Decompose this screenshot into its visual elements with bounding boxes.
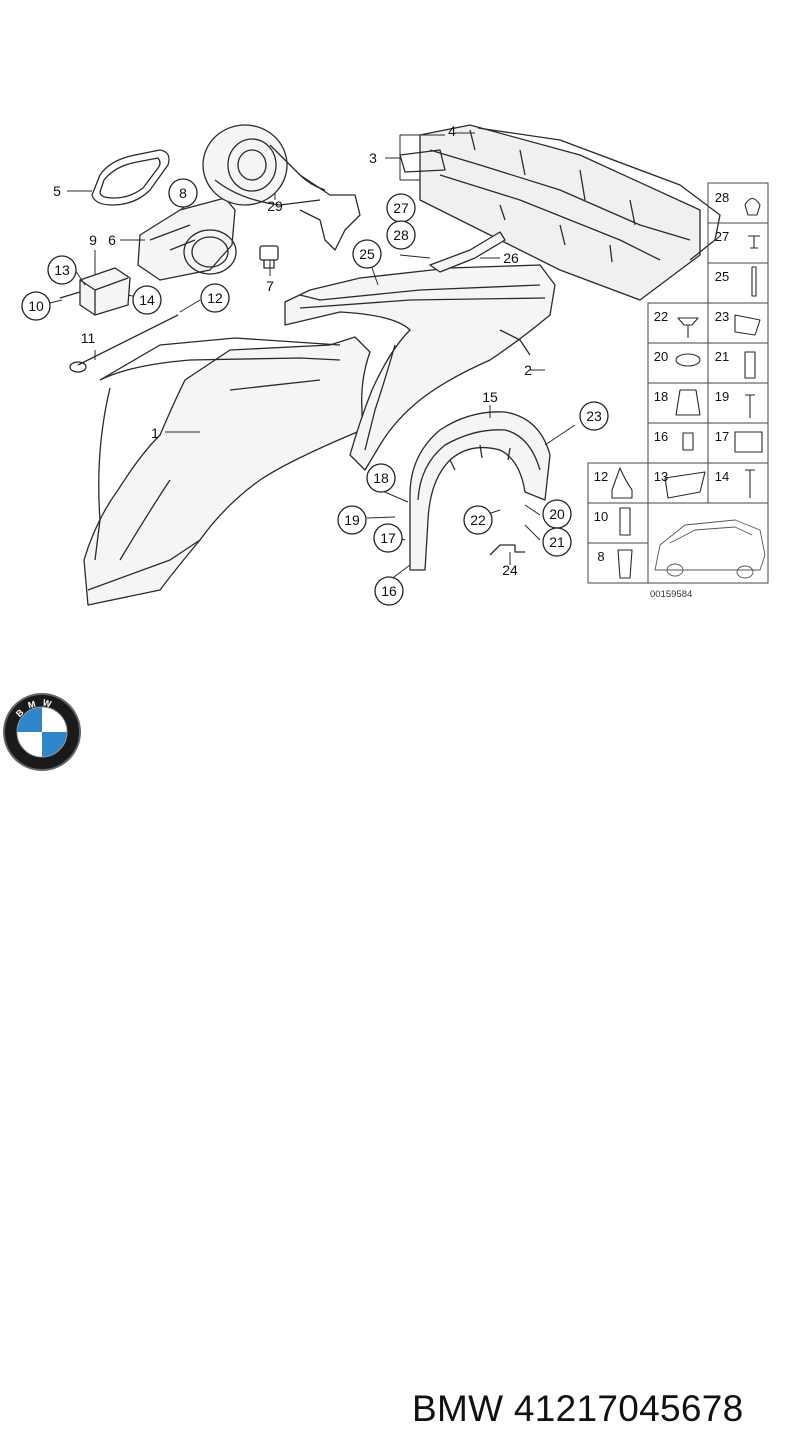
- part-number-label: BMW 41217045678: [412, 1388, 744, 1429]
- callout-circle-14: [132, 285, 162, 315]
- callout-circle-25: [352, 239, 382, 269]
- callout-11: 11: [81, 330, 96, 346]
- legend-label-22: 22: [654, 309, 668, 324]
- callout-28: 28: [393, 227, 409, 243]
- part-29-filler-neck: [202, 124, 361, 251]
- footer: BMW BMW 41217045678: [0, 680, 800, 1429]
- part-6-fuel-housing: [137, 197, 237, 281]
- callout-4: 4: [448, 123, 456, 139]
- legend-label-25: 25: [715, 269, 729, 284]
- callout-10: 10: [28, 298, 44, 314]
- callout-circle-19: [337, 505, 367, 535]
- callout-circle-28: [386, 220, 416, 250]
- legend-grid: [587, 182, 769, 584]
- callout-circle-13: [47, 255, 77, 285]
- bmw-roundel-logo: BMW: [3, 693, 81, 771]
- legend-fastener-icons: [611, 197, 763, 579]
- callout-12: 12: [207, 290, 223, 306]
- callout-17: 17: [380, 530, 396, 546]
- callout-circle-17: [373, 523, 403, 553]
- legend-label-28: 28: [715, 190, 729, 205]
- callout-23: 23: [586, 408, 602, 424]
- callout-5: 5: [53, 183, 61, 199]
- callout-circle-8: [168, 178, 198, 208]
- callout-29: 29: [267, 198, 283, 214]
- legend-label-17: 17: [715, 429, 729, 444]
- part-1-side-panel: [83, 336, 371, 606]
- callout-24: 24: [502, 562, 518, 578]
- part-7-clip: [259, 245, 279, 269]
- part-24-bracket: [489, 544, 525, 556]
- callout-7: 7: [266, 278, 274, 294]
- legend-label-8: 8: [597, 549, 604, 564]
- callout-13: 13: [54, 262, 70, 278]
- legend-label-12: 12: [594, 469, 608, 484]
- image-code: 00159584: [650, 589, 692, 600]
- legend-label-23: 23: [715, 309, 729, 324]
- legend-label-16: 16: [654, 429, 668, 444]
- callout-6: 6: [108, 232, 116, 248]
- parts-diagram: 1234567891011121314151617181920212223242…: [21, 123, 769, 606]
- callout-circle-10: [21, 291, 51, 321]
- callout-circle-16: [374, 576, 404, 606]
- callout-circle-12: [200, 283, 230, 313]
- legend-label-19: 19: [715, 389, 729, 404]
- callout-2: 2: [524, 362, 532, 378]
- callout-18: 18: [373, 470, 389, 486]
- callout-circle-21: [542, 527, 572, 557]
- legend-label-14: 14: [715, 469, 729, 484]
- part-5-gasket: [91, 149, 170, 206]
- callout-circle-18: [366, 463, 396, 493]
- callout-8: 8: [179, 185, 187, 201]
- legend-label-18: 18: [654, 389, 668, 404]
- callout-circle-23: [579, 401, 609, 431]
- car-thumbnail: [654, 519, 766, 579]
- callout-3: 3: [369, 150, 377, 166]
- legend-label-13: 13: [654, 469, 668, 484]
- callout-1: 1: [151, 425, 159, 441]
- callout-27: 27: [393, 200, 409, 216]
- callout-22: 22: [470, 512, 486, 528]
- legend-label-10: 10: [594, 509, 608, 524]
- part-2-side-panel: [284, 264, 556, 471]
- part-3-4-rear-panel: [399, 124, 721, 301]
- legend-label-27: 27: [715, 229, 729, 244]
- callout-9: 9: [89, 232, 97, 248]
- legend-label-20: 20: [654, 349, 668, 364]
- part-9-actuator: [59, 267, 131, 316]
- callout-14: 14: [139, 292, 155, 308]
- callout-20: 20: [549, 506, 565, 522]
- callout-19: 19: [344, 512, 360, 528]
- callout-16: 16: [381, 583, 397, 599]
- part-26-strip: [429, 231, 506, 273]
- part-15-wheel-liner: [409, 411, 551, 571]
- callout-21: 21: [549, 534, 565, 550]
- callout-26: 26: [503, 250, 519, 266]
- legend-label-21: 21: [715, 349, 729, 364]
- callout-15: 15: [482, 389, 498, 405]
- callout-circle-22: [463, 505, 493, 535]
- callout-25: 25: [359, 246, 375, 262]
